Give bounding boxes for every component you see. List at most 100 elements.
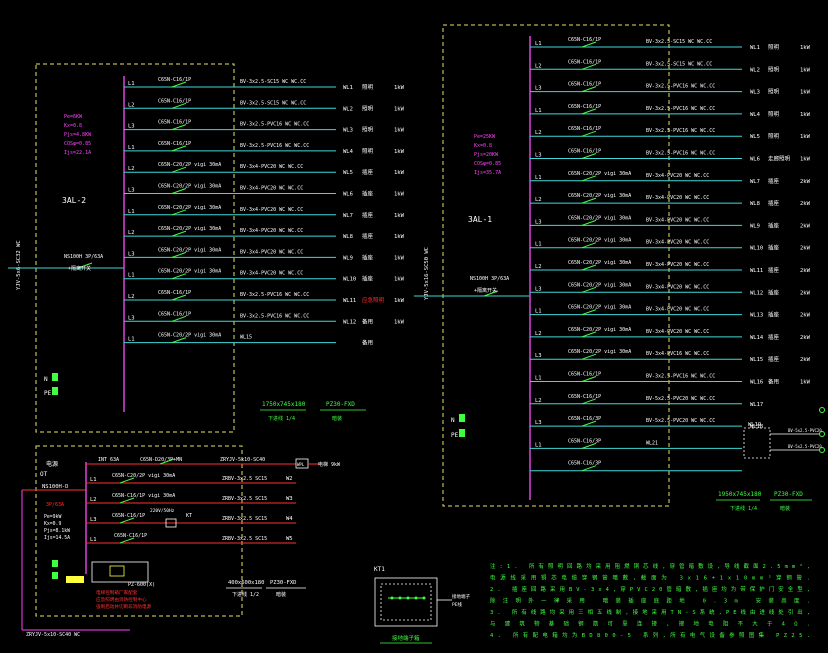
circuit-id: WL8: [750, 201, 760, 207]
n-terminal: [459, 414, 465, 422]
panel-param: Ijs=22.1A: [64, 150, 91, 156]
size-caption: 下进线 1/4: [730, 505, 757, 512]
panel-elevator: 电源OTNS100H-D3P/63APe=9kWKx=0.9Pjs=8.1kWI…: [21, 445, 341, 638]
circuit-cable-label: BV-3x2.5-PVC16 WC WC.CC: [646, 151, 715, 157]
circuit-power: 1kW: [394, 128, 405, 134]
model-note: PZ30-FXD: [774, 491, 803, 498]
sub-line-label: BV-5x2.5-PVC20: [788, 428, 822, 433]
circuit-power: 2kW: [800, 223, 811, 229]
control-box: [91, 561, 149, 583]
terminal-dot: [390, 596, 394, 600]
circuit-phase: L3: [535, 286, 542, 292]
circuit-breaker-symbol: [581, 309, 597, 316]
circuit-cable-label: ZRBV-3x2.5 SC15: [222, 516, 267, 522]
circuit-breaker-symbol: [119, 497, 135, 504]
circuit-id: WL4: [750, 112, 761, 118]
circuit-breaker-symbol: [171, 188, 187, 194]
circuit-breaker-label: C65N-C16/1P: [568, 82, 601, 88]
circuit-phase: L2: [90, 497, 97, 503]
circuit-breaker-symbol: [581, 153, 597, 159]
circuit-cable-label: BV-3x4-PVC20 WC WC.CC: [240, 207, 303, 213]
circuit-phase: L3: [535, 153, 542, 159]
panel-param: COSφ=0.85: [64, 141, 91, 147]
circuit-power: 2kW: [800, 335, 811, 341]
circuit-cable-label: BV-5x2.5-PVC20 WC WC.CC: [646, 396, 715, 402]
circuit-phase: L3: [128, 315, 135, 321]
circuit-power: 1kW: [800, 112, 811, 118]
circuit-phase: L1: [128, 209, 135, 215]
circuit-power: 1kW: [800, 45, 811, 51]
circuit-id: WL9: [343, 255, 353, 261]
circuit-cable-label: BV-3x4-PVC20 WC WC.CC: [646, 240, 709, 246]
circuit-phase: L1: [90, 537, 97, 543]
circuit-power: 2kW: [800, 313, 811, 319]
panel-frame: [35, 63, 235, 433]
circuit-breaker-label: C65N-C16/1P: [568, 59, 601, 65]
model-caption: 暗装: [780, 505, 790, 512]
detail-caption: 接地端子箱: [392, 634, 420, 642]
circuit-power: 1kW: [800, 380, 811, 386]
red-note: 强制启动并切断非消防电源: [96, 603, 152, 610]
circuit-breaker-label: C65N-C20/2P vigi 30mA: [568, 327, 631, 333]
terminal-dot: [422, 596, 426, 600]
circuit-power: 2kW: [800, 179, 811, 185]
panel-param: Pjs=8.1kW: [44, 528, 70, 534]
circuit-power: 1kW: [800, 90, 811, 96]
circuit-use: 照明: [362, 127, 374, 134]
circuit-power: 2kW: [800, 290, 811, 296]
circuit-power: 1kW: [394, 255, 405, 261]
note-line: 2. 插座回路采用BV-3x4,穿PVC20管暗敷,插座均为带保护门安全型,: [490, 585, 810, 593]
circuit-breaker-symbol: [581, 331, 597, 338]
circuit-cable-label: BV-3x2.5-PVC16 WC WC.CC: [240, 292, 309, 298]
circuit-id: WL3: [343, 128, 353, 134]
circuit-id: W2: [286, 476, 293, 482]
circuit-breaker-label: C65N-C20/2P vigi 30mA: [568, 215, 631, 221]
circuit-breaker-label: C65N-C16/1P: [112, 513, 145, 519]
circuit-breaker-label: C65N-C20/2P vigi 30mA: [568, 349, 631, 355]
circuit-phase: L1: [535, 309, 542, 315]
pe-terminal: [459, 429, 465, 437]
circuit-use: 走廊照明: [768, 155, 791, 163]
circuit-id: WL14: [750, 335, 764, 341]
panel-param: Pe=25KW: [474, 134, 496, 140]
circuit-power: 1kW: [800, 67, 811, 73]
panel-param: Pjs=20KW: [474, 152, 499, 158]
circuit-phase: L1: [128, 337, 135, 343]
circuit-breaker-label: C65N-C20/2P vigi 30mA: [568, 305, 631, 311]
terminal-dot: [398, 596, 402, 600]
circuit-power: 1kW: [394, 234, 405, 240]
circuit-breaker-symbol: [581, 286, 597, 293]
circuit-use: 插座: [768, 311, 780, 319]
circuit-phase: L1: [128, 81, 135, 87]
circuit-id: WL10: [343, 277, 356, 283]
circuit-use: 插座: [768, 355, 780, 363]
circuit-use: 应急照明: [362, 296, 385, 304]
circuit-breaker-label: C65N-C20/2P vigi 30mA: [158, 333, 221, 339]
circuit-id: WL12: [343, 319, 356, 325]
design-notes: 注:1. 所有照明回路均采用阻燃铜芯线,穿管暗敷设,导线截面2.5mm², 电源…: [490, 562, 810, 639]
size-caption: 下进线 1/4: [268, 415, 295, 422]
circuit-id: WL12: [750, 290, 763, 296]
circuit-breaker-label: C65N-C16/1P: [568, 37, 601, 43]
circuit-cable-label: BV-3x4-PVC20 WC WC.CC: [240, 186, 303, 192]
circuit-phase: L2: [535, 398, 542, 404]
circuit-id: WL17: [750, 402, 763, 408]
circuit-cable-label: BV-3x2.5-PVC16 WC WC.CC: [646, 84, 715, 90]
circuit-breaker-symbol: [171, 81, 187, 88]
circuit-phase: L2: [128, 294, 135, 300]
circuit-phase: L2: [535, 331, 542, 337]
circuit-cable-label: BV-3x4-PVC20 WC WC.CC: [240, 164, 303, 170]
circuit-breaker-label: C65N-C20/2P vigi 30mA: [158, 184, 221, 190]
model-caption: 暗装: [276, 591, 286, 598]
circuit-use: 插座: [768, 221, 780, 229]
top-use-label: 电梯 9kW: [318, 461, 341, 468]
circuit-breaker-symbol: [581, 420, 597, 427]
circuit-breaker-symbol: [171, 337, 187, 344]
circuit-breaker-label: C65N-C20/2P vigi 30mA: [568, 282, 631, 288]
circuit-breaker-symbol: [171, 124, 187, 131]
circuit-cable-label: BV-5x2.5-PVC20 WC WC.CC: [646, 418, 715, 424]
circuit-phase: L1: [535, 442, 542, 448]
circuit-breaker-symbol: [171, 273, 187, 280]
